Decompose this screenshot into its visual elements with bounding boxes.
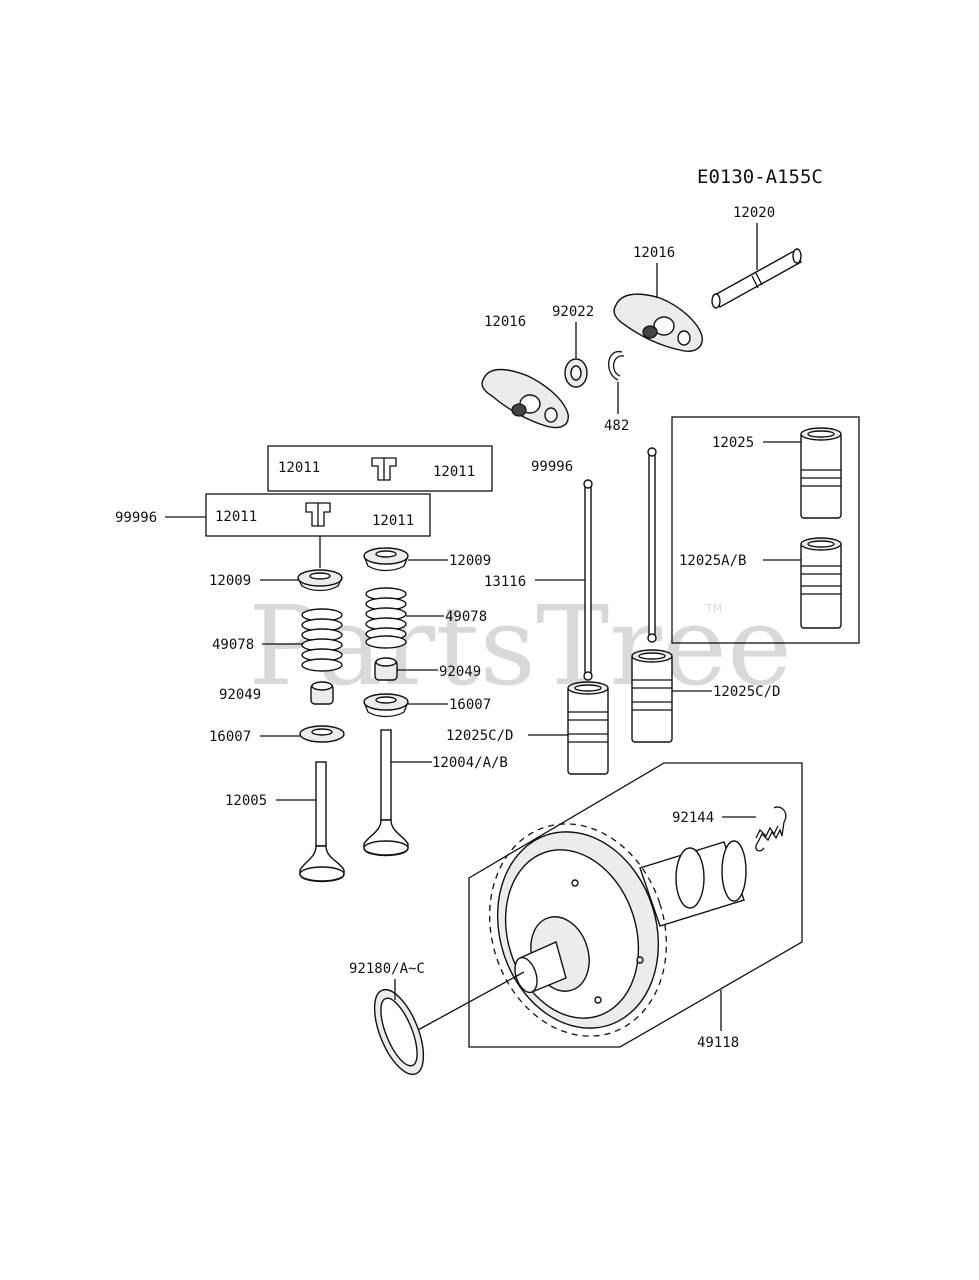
label-99996-left: 99996	[115, 510, 157, 526]
circlip-482[interactable]	[608, 351, 625, 381]
collet-box-upper	[267, 445, 493, 492]
stem-seal-right[interactable]	[374, 657, 398, 681]
label-92049-right: 92049	[439, 664, 481, 680]
collet-lower[interactable]	[305, 502, 331, 527]
label-12025cd-left: 12025C/D	[446, 728, 513, 744]
label-12016-left: 12016	[484, 314, 526, 330]
camshaft-gear[interactable]	[463, 801, 747, 1060]
spring-left[interactable]	[301, 608, 343, 672]
label-49118: 49118	[697, 1035, 739, 1051]
label-12016-right: 12016	[633, 245, 675, 261]
label-12005: 12005	[225, 793, 267, 809]
label-12025cd-right: 12025C/D	[713, 684, 780, 700]
diagram-code: E0130-A155C	[697, 166, 823, 188]
washer-92022[interactable]	[564, 358, 588, 388]
intake-valve[interactable]	[363, 729, 409, 857]
shim-92180[interactable]	[365, 983, 434, 1081]
leader-92180-shaft	[417, 971, 525, 1031]
label-92144: 92144	[672, 810, 714, 826]
label-12025ab: 12025A/B	[679, 553, 746, 569]
label-13116: 13116	[484, 574, 526, 590]
label-49078-left: 49078	[212, 637, 254, 653]
watermark-tm: TM	[705, 602, 722, 615]
label-12025: 12025	[712, 435, 754, 451]
tappet-cd-right[interactable]	[631, 649, 673, 743]
label-12009-left: 12009	[209, 573, 251, 589]
label-12009-right: 12009	[449, 553, 491, 569]
retainer-left[interactable]	[297, 569, 343, 592]
tappet-12025ab[interactable]	[800, 537, 842, 629]
tappet-12025[interactable]	[800, 427, 842, 519]
label-12011-low-b: 12011	[372, 513, 414, 529]
retainer-right[interactable]	[363, 547, 409, 572]
label-92049-left: 92049	[219, 687, 261, 703]
rocker-arm-left[interactable]	[481, 368, 569, 429]
label-92022: 92022	[552, 304, 594, 320]
stem-seal-left[interactable]	[310, 681, 334, 705]
label-12011-top-b: 12011	[433, 464, 475, 480]
label-482: 482	[604, 418, 629, 434]
rocker-shaft[interactable]	[711, 248, 802, 309]
exhaust-valve[interactable]	[299, 761, 345, 883]
tappet-box	[671, 416, 860, 644]
label-12011-low-a: 12011	[215, 509, 257, 525]
label-12011-top-a: 12011	[278, 460, 320, 476]
spring-seat-left[interactable]	[299, 725, 345, 743]
label-99996-mid: 99996	[531, 459, 573, 475]
push-rod-left[interactable]	[583, 479, 593, 681]
collet-box-lower	[205, 493, 431, 537]
rocker-arm-right[interactable]	[613, 293, 703, 352]
spring-right[interactable]	[365, 587, 407, 649]
label-16007-right: 16007	[449, 697, 491, 713]
label-92180: 92180/A~C	[349, 961, 425, 977]
label-16007-left: 16007	[209, 729, 251, 745]
label-49078-right: 49078	[445, 609, 487, 625]
tappet-cd-left[interactable]	[567, 681, 609, 775]
push-rod-right[interactable]	[647, 447, 657, 643]
spring-92144[interactable]	[755, 806, 787, 852]
collet-upper[interactable]	[371, 457, 397, 481]
label-12004: 12004/A/B	[432, 755, 508, 771]
spring-seat-right[interactable]	[363, 693, 409, 718]
camshaft-box	[468, 762, 803, 1048]
label-12020: 12020	[733, 205, 775, 221]
